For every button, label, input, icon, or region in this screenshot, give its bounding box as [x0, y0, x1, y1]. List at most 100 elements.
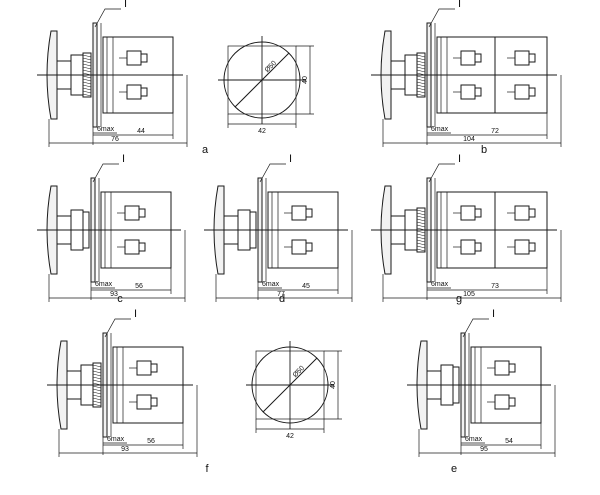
contact-block [126, 84, 142, 100]
knurl-line [92, 391, 102, 395]
knurl-line [82, 87, 92, 91]
knurl-line [82, 78, 92, 82]
knurl-line [92, 403, 102, 407]
terminal-screw [528, 53, 536, 63]
knurl-line [416, 248, 426, 252]
knurl-line [416, 224, 426, 228]
clearance-label: 6max [465, 436, 483, 443]
overall-dim: 105 [463, 291, 475, 298]
knurl-line [82, 90, 92, 94]
contact-block [460, 205, 476, 221]
knurl-line [92, 364, 102, 368]
clearance-label: 6max [431, 126, 449, 133]
pointer-label: I [122, 153, 125, 165]
contact-block [124, 205, 140, 221]
knurl-line [82, 81, 92, 85]
pointer-label: I [289, 153, 292, 165]
knurl-line [416, 81, 426, 85]
inner-dim: 72 [491, 128, 499, 135]
knurl-line [82, 63, 92, 67]
diameter-label: Ø50 [292, 365, 306, 379]
pointer-leader [428, 8, 455, 28]
inner-dim: 45 [302, 283, 310, 290]
knurl-line [92, 394, 102, 398]
knurl-line [416, 54, 426, 58]
terminal-screw [150, 363, 158, 373]
pointer-label: I [492, 308, 495, 320]
width-label: 42 [258, 128, 266, 135]
terminal-screw [508, 397, 516, 407]
pointer-label: I [134, 308, 137, 320]
terminal-screw [474, 242, 482, 252]
knurl-line [416, 239, 426, 243]
pointer-label: I [458, 153, 461, 165]
overall-dim: 76 [111, 136, 119, 143]
knurl-line [82, 84, 92, 88]
contact-block [514, 239, 530, 255]
view-label-d: d [279, 293, 285, 305]
pointer-leader [94, 8, 121, 28]
inner-dim: 56 [147, 438, 155, 445]
overall-dim: 95 [480, 446, 488, 453]
contact-block [136, 394, 152, 410]
terminal-screw [528, 242, 536, 252]
knurl-line [416, 93, 426, 97]
knurl-line [82, 54, 92, 58]
knurl-line [416, 66, 426, 70]
knurl-line [416, 218, 426, 222]
view-label-c: c [117, 293, 123, 305]
contact-block [291, 239, 307, 255]
contact-block [514, 50, 530, 66]
contact-block [136, 360, 152, 376]
pointer-leader [428, 163, 455, 183]
diameter-line [234, 52, 290, 108]
contact-block [126, 50, 142, 66]
knurl-line [416, 84, 426, 88]
view-label-g: g [456, 293, 462, 305]
knurl-line [416, 209, 426, 213]
knurl-line [416, 69, 426, 73]
terminal-screw [474, 87, 482, 97]
knurl-line [82, 66, 92, 70]
diameter-line [262, 357, 318, 413]
knurl-line [82, 75, 92, 79]
terminal-screw [138, 208, 146, 218]
clearance-label: 6max [431, 281, 449, 288]
height-label: 40 [330, 381, 337, 389]
knurl-line [92, 373, 102, 377]
inner-dim: 56 [135, 283, 143, 290]
clearance-label: 6max [262, 281, 280, 288]
contact-block [514, 84, 530, 100]
knurl-line [82, 93, 92, 97]
knurl-line [92, 367, 102, 371]
knurl-line [92, 397, 102, 401]
contact-block [460, 84, 476, 100]
view-label-a: a [202, 144, 209, 156]
pointer-leader [92, 163, 119, 183]
pointer-leader [104, 318, 131, 338]
knurl-line [416, 212, 426, 216]
knurl-line [416, 242, 426, 246]
knurl-line [416, 60, 426, 64]
front-view-bottom: Ø50 42 40 [246, 341, 342, 440]
knurl-line [416, 221, 426, 225]
inner-dim: 73 [491, 283, 499, 290]
terminal-screw [474, 208, 482, 218]
inner-dim: 44 [137, 128, 145, 135]
terminal-screw [528, 87, 536, 97]
clearance-label: 6max [107, 436, 125, 443]
knurl-line [92, 379, 102, 383]
contact-block [460, 239, 476, 255]
width-label: 42 [286, 433, 294, 440]
terminal-screw [150, 397, 158, 407]
height-label: 40 [302, 76, 309, 84]
knurl-line [416, 87, 426, 91]
diameter-label: Ø50 [264, 60, 278, 74]
knurl-line [416, 78, 426, 82]
front-view-top: Ø50 42 40 [218, 36, 314, 135]
